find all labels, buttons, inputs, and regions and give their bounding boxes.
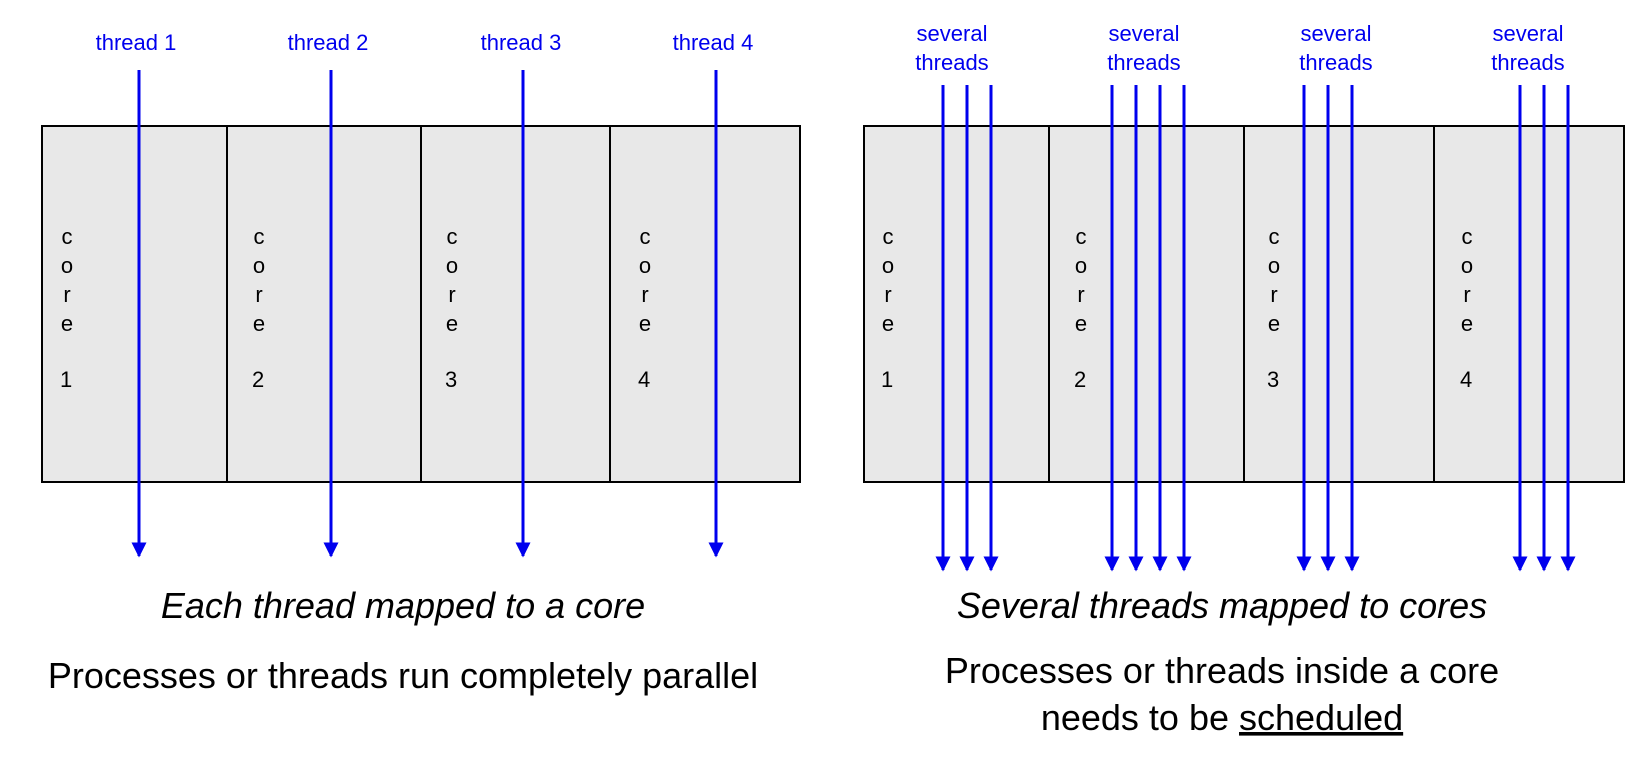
thread-3-label: thread 3: [481, 30, 562, 55]
thread-group-3-label: several threads: [1299, 21, 1372, 75]
right-thread-arrows: [935, 85, 1576, 572]
left-caption: Each thread mapped to a core: [161, 585, 645, 626]
left-core-4-number: 4: [638, 367, 650, 392]
thread-group-2-label: several threads: [1107, 21, 1180, 75]
right-core-3-number: 3: [1267, 367, 1279, 392]
right-core-3-box: [1243, 125, 1435, 483]
left-core-1-box: [41, 125, 228, 483]
left-core-3-number: 3: [445, 367, 457, 392]
right-core-4-number: 4: [1460, 367, 1472, 392]
right-description-line2: needs to be scheduled: [1041, 697, 1403, 738]
right-core-4-box: [1433, 125, 1625, 483]
right-core-2-box: [1048, 125, 1245, 483]
thread-group-1-label: several threads: [915, 21, 988, 75]
left-description: Processes or threads run completely para…: [48, 655, 758, 696]
right-description-line2-prefix: needs to be: [1041, 697, 1239, 738]
right-core-2-number: 2: [1074, 367, 1086, 392]
right-caption: Several threads mapped to cores: [957, 585, 1487, 626]
thread-group-3-label-line1: several: [1301, 21, 1372, 46]
right-thread-group-labels: several threads several threads several …: [915, 21, 1564, 75]
thread-1-label: thread 1: [96, 30, 177, 55]
left-core-4-box: [609, 125, 801, 483]
thread-group-3-arrows: [1296, 85, 1360, 572]
thread-4-label: thread 4: [673, 30, 754, 55]
thread-group-4-arrows: [1512, 85, 1576, 572]
thread-group-1-label-line1: several: [917, 21, 988, 46]
left-core-3-box: [420, 125, 611, 483]
right-core-1-number: 1: [881, 367, 893, 392]
thread-group-2-arrows: [1104, 85, 1192, 572]
thread-group-2-label-line2: threads: [1107, 50, 1180, 75]
thread-group-1-label-line2: threads: [915, 50, 988, 75]
right-description-line1: Processes or threads inside a core: [945, 650, 1499, 691]
thread-group-4-label-line1: several: [1493, 21, 1564, 46]
thread-group-2-label-line1: several: [1109, 21, 1180, 46]
left-core-1-number: 1: [60, 367, 72, 392]
right-core-1-box: [863, 125, 1050, 483]
left-core-2-box: [226, 125, 422, 483]
left-core-2-number: 2: [252, 367, 264, 392]
thread-group-1-arrows: [935, 85, 999, 572]
thread-group-4-label: several threads: [1491, 21, 1564, 75]
thread-group-4-label-line2: threads: [1491, 50, 1564, 75]
scheduled-emphasis: scheduled: [1239, 697, 1403, 738]
left-core-block: [41, 125, 801, 483]
left-thread-labels: thread 1 thread 2 thread 3 thread 4: [96, 30, 754, 55]
left-thread-arrows: [131, 70, 724, 558]
thread-2-label: thread 2: [288, 30, 369, 55]
thread-group-3-label-line2: threads: [1299, 50, 1372, 75]
right-core-block: [863, 125, 1625, 483]
